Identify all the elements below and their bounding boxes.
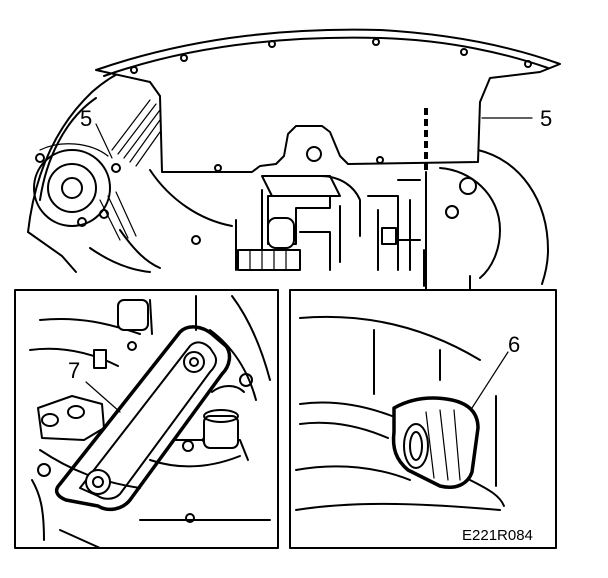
- figure-reference-code: E221R084: [462, 527, 533, 544]
- timing-cover: [95, 28, 561, 173]
- inset-right-panel: 6: [289, 289, 557, 549]
- callout-label-inset-left: 7: [68, 358, 80, 383]
- pulley-left: [33, 143, 121, 227]
- lifting-bracket: [54, 325, 232, 512]
- rubber-plug: [391, 396, 480, 489]
- center-mechanism: [237, 175, 421, 271]
- callout-label-inset-right: 6: [508, 332, 520, 357]
- callout-label-top-left: 5: [80, 106, 92, 131]
- leader-top-left: [95, 123, 113, 159]
- callout-label-top-right: 5: [540, 106, 552, 131]
- pulley-right: [423, 149, 549, 291]
- leader-inset-left: [85, 381, 121, 413]
- leader-inset-right: [471, 351, 509, 409]
- timing-belt-hatch: [99, 99, 161, 241]
- top-engine-view: 5 5: [27, 28, 561, 291]
- inset-left-panel: 7: [14, 289, 279, 549]
